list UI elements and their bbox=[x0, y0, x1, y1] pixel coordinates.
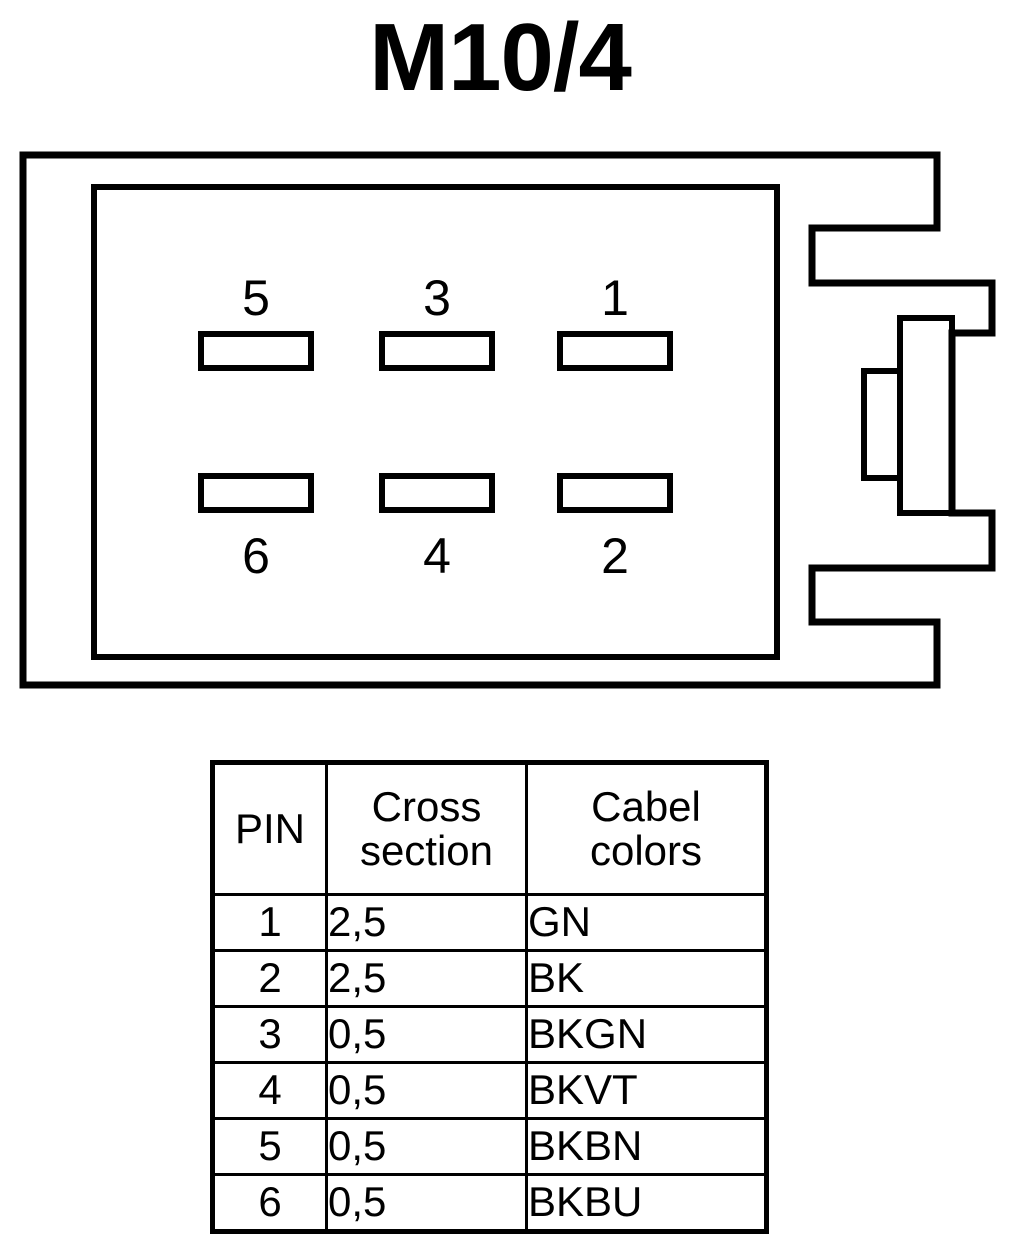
page-title: M10/4 bbox=[369, 4, 632, 111]
table-header: PIN Cross section Cabel colors bbox=[211, 761, 768, 896]
pin-label-3: 3 bbox=[423, 270, 451, 326]
latch-nub bbox=[861, 368, 903, 481]
table-row: 1 2,5 GN bbox=[211, 893, 768, 952]
column-header-cross-section-line2: section bbox=[359, 827, 494, 874]
connector-outline-svg: 5 3 1 6 4 2 bbox=[19, 151, 996, 689]
connector-diagram: 5 3 1 6 4 2 bbox=[0, 140, 1024, 700]
pin-slot-2 bbox=[557, 473, 673, 513]
table-header-row: PIN Cross section Cabel colors bbox=[211, 761, 768, 896]
column-header-pin: PIN bbox=[211, 761, 328, 896]
pin-label-2: 2 bbox=[601, 528, 629, 584]
column-header-cabel-colors-line1: Cabel bbox=[591, 782, 701, 830]
cell-colors: BKBU bbox=[525, 1173, 768, 1233]
cell-colors: BKGN bbox=[525, 1005, 768, 1064]
cell-colors: BKVT bbox=[525, 1061, 768, 1120]
cell-cross: 0,5 bbox=[325, 1173, 528, 1233]
latch-tongue bbox=[897, 315, 955, 516]
pinout-table: PIN Cross section Cabel colors 1 2,5 bbox=[210, 760, 769, 1234]
cell-cross: 0,5 bbox=[325, 1117, 528, 1176]
cell-pin: 6 bbox=[211, 1173, 328, 1233]
cell-pin: 4 bbox=[211, 1061, 328, 1120]
column-header-cabel-colors: Cabel colors bbox=[525, 761, 768, 896]
cell-cross: 2,5 bbox=[325, 949, 528, 1008]
cell-pin: 3 bbox=[211, 1005, 328, 1064]
pin-label-5: 5 bbox=[242, 270, 270, 326]
table-row: 6 0,5 BKBU bbox=[211, 1173, 768, 1233]
cell-colors: BK bbox=[525, 949, 768, 1008]
pinout-table-container: PIN Cross section Cabel colors 1 2,5 bbox=[210, 760, 769, 1234]
pin-slot-1 bbox=[557, 331, 673, 371]
connector-inner-panel bbox=[91, 184, 780, 660]
table-row: 4 0,5 BKVT bbox=[211, 1061, 768, 1120]
table-body: 1 2,5 GN 2 2,5 BK 3 0,5 BKGN 4 0,5 B bbox=[211, 893, 768, 1233]
table-row: 3 0,5 BKGN bbox=[211, 1005, 768, 1064]
column-header-cabel-colors-line2: colors bbox=[589, 827, 703, 874]
cell-cross: 2,5 bbox=[325, 893, 528, 952]
pin-label-6: 6 bbox=[242, 528, 270, 584]
cell-colors: BKBN bbox=[525, 1117, 768, 1176]
table-row: 5 0,5 BKBN bbox=[211, 1117, 768, 1176]
pin-slot-4 bbox=[379, 473, 495, 513]
pin-slot-6 bbox=[198, 473, 314, 513]
pin-slot-3 bbox=[379, 331, 495, 371]
pin-label-4: 4 bbox=[423, 528, 451, 584]
column-header-cross-section-line1: Cross bbox=[371, 782, 482, 830]
cell-cross: 0,5 bbox=[325, 1061, 528, 1120]
pin-slot-5 bbox=[198, 331, 314, 371]
pin-label-1: 1 bbox=[601, 270, 629, 326]
column-header-cross-section: Cross section bbox=[325, 761, 528, 896]
cell-pin: 1 bbox=[211, 893, 328, 952]
cell-cross: 0,5 bbox=[325, 1005, 528, 1064]
table-row: 2 2,5 BK bbox=[211, 949, 768, 1008]
column-header-pin-label: PIN bbox=[234, 804, 305, 852]
connector-housing-outline bbox=[19, 151, 996, 689]
cell-pin: 5 bbox=[211, 1117, 328, 1176]
cell-colors: GN bbox=[525, 893, 768, 952]
cell-pin: 2 bbox=[211, 949, 328, 1008]
